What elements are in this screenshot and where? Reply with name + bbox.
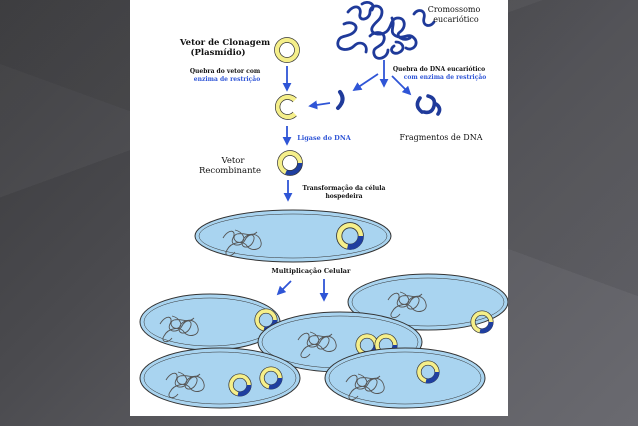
vector-cut-label-line2: enzima de restrição [194, 76, 260, 83]
vector-cut-label-line1: Quebra do vetor com [190, 68, 261, 75]
eukaryotic-chromosome-icon [338, 2, 434, 58]
fragments-label: Fragmentos de DNA [399, 133, 482, 142]
recombinant-label-line1: Vetor [221, 156, 246, 166]
recombinant-plasmid-icon [278, 151, 303, 176]
chromosome-label-line2: eucariótico [433, 15, 479, 24]
multiplication-label: Multiplicação Celular [272, 267, 351, 275]
dna-fragments-icon [417, 96, 439, 114]
arrow-fragment-to-vector [310, 103, 330, 106]
arrow-chromosome-left [354, 74, 378, 90]
cloning-diagram: Cromossomo eucariótico Vetor de Clonagem… [130, 0, 508, 416]
dna-cut-label-line2: com enzima de restrição [404, 74, 487, 81]
plasmid-icon [275, 38, 300, 63]
daughter-cell [325, 348, 485, 408]
transformation-label-line1: Transformação da célula [303, 185, 386, 192]
dna-cut-label-line1: Quebra do DNA eucariótico [393, 66, 485, 73]
arrow-multiplication-left [278, 281, 291, 294]
recombinant-label-line2: Recombinante [199, 166, 261, 176]
host-cell [195, 210, 391, 262]
diagram-panel: Cromossomo eucariótico Vetor de Clonagem… [130, 0, 508, 416]
chromosome-label-line1: Cromossomo [428, 5, 481, 14]
ligase-label: Ligase do DNA [297, 134, 352, 142]
dna-fragment-icon [338, 92, 343, 108]
vector-label-line2: (Plasmídio) [190, 47, 245, 58]
cut-plasmid-icon [275, 94, 296, 119]
daughter-cell [140, 348, 300, 408]
vector-label-line1: Vetor de Clonagem [179, 38, 270, 48]
transformation-label-line2: hospedeira [325, 193, 362, 200]
